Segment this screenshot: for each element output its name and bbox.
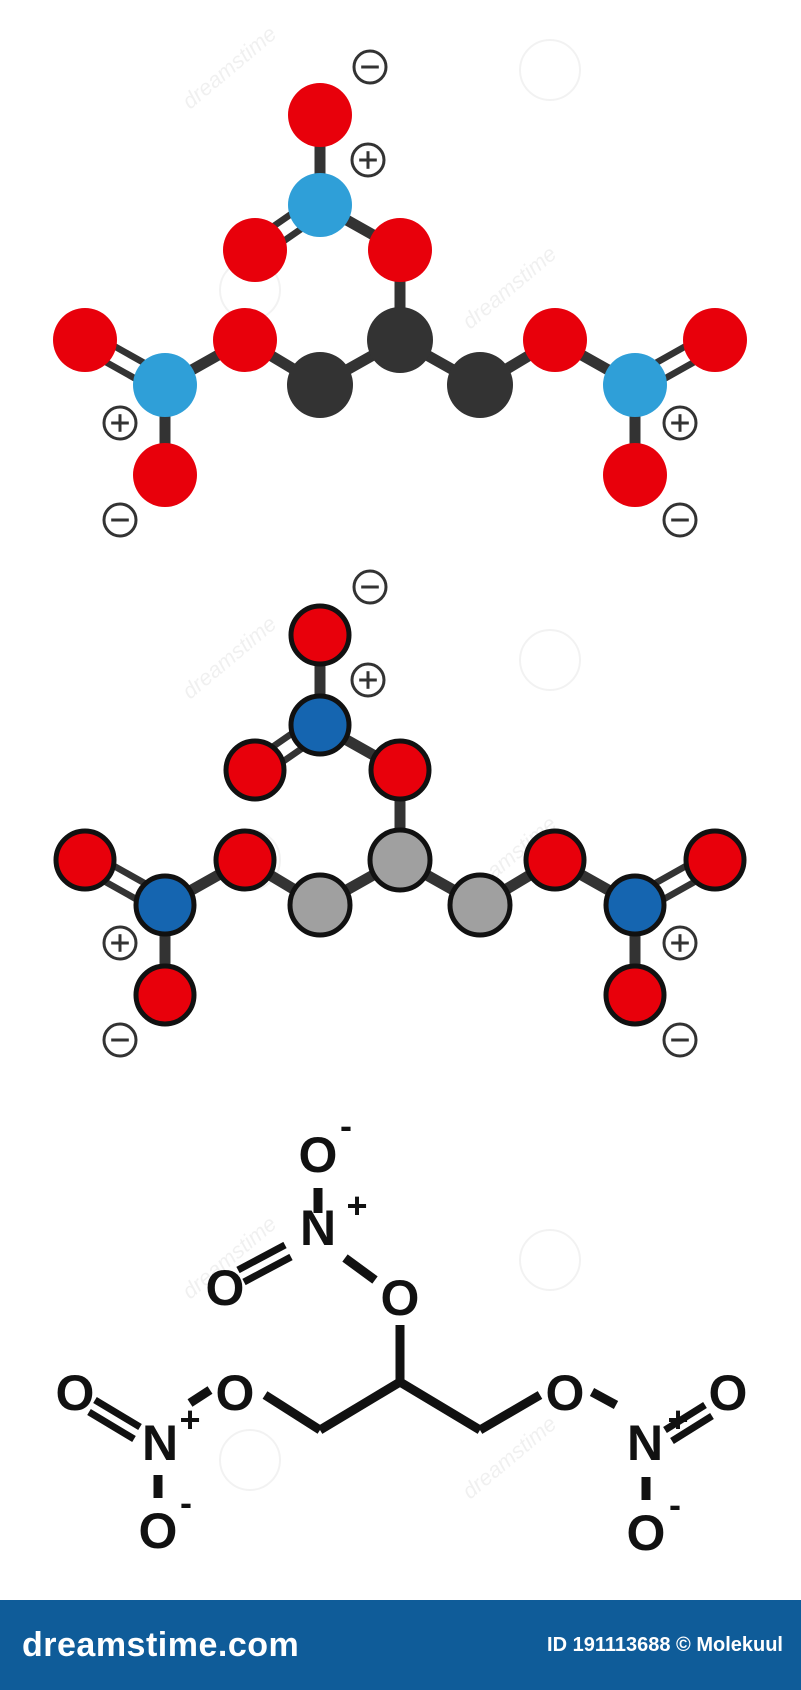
negative-charge-label: - bbox=[669, 1484, 681, 1525]
oxygen-label: O bbox=[381, 1270, 420, 1326]
skeletal-double-bond bbox=[236, 1241, 287, 1274]
oxygen-label: O bbox=[299, 1127, 338, 1183]
skeletal-bond bbox=[397, 1378, 483, 1434]
oxygen-atom bbox=[53, 308, 117, 372]
molecule-svg: dreamstimedreamstimedreamstimedreamstime… bbox=[53, 21, 748, 1561]
nitrogen-label: N bbox=[300, 1200, 336, 1256]
oxygen-label: O bbox=[546, 1365, 585, 1421]
skeletal-bond bbox=[477, 1391, 543, 1434]
oxygen-atom bbox=[683, 828, 747, 892]
nitrogen-atom bbox=[133, 873, 197, 937]
oxygen-atom bbox=[53, 828, 117, 892]
nitrogen-atom bbox=[603, 873, 667, 937]
oxygen-atom bbox=[523, 308, 587, 372]
oxygen-atom bbox=[213, 828, 277, 892]
watermark-spiral-icon bbox=[519, 1229, 581, 1291]
oxygen-atom bbox=[223, 738, 287, 802]
negative-charge-label: - bbox=[340, 1105, 352, 1146]
image-credit: ID 191113688 © Molekuul bbox=[547, 1633, 783, 1656]
oxygen-label: O bbox=[206, 1260, 245, 1316]
oxygen-label: O bbox=[709, 1365, 748, 1421]
oxygen-atom bbox=[288, 603, 352, 667]
watermark-text: dreamstime bbox=[177, 21, 281, 114]
carbon-atom bbox=[287, 872, 353, 938]
skeletal-bond bbox=[262, 1391, 323, 1434]
watermark-spiral-icon bbox=[519, 629, 581, 691]
nitrogen-atom bbox=[288, 693, 352, 757]
oxygen-atom bbox=[683, 308, 747, 372]
oxygen-atom bbox=[523, 828, 587, 892]
skeletal-bond bbox=[187, 1386, 213, 1407]
cartoon-ball-model bbox=[53, 569, 747, 1058]
brand-logo: dreamstime.com bbox=[22, 1625, 300, 1664]
oxygen-atom bbox=[288, 83, 352, 147]
nitrogen-label: N bbox=[627, 1415, 663, 1471]
oxygen-atom bbox=[213, 308, 277, 372]
realistic-ball-model bbox=[53, 49, 747, 538]
oxygen-atom bbox=[368, 738, 432, 802]
watermark-text: dreamstime bbox=[177, 611, 281, 704]
watermark-spiral-icon bbox=[219, 1429, 281, 1491]
nitrogen-atom bbox=[288, 173, 352, 237]
oxygen-atom bbox=[133, 963, 197, 1027]
oxygen-atom bbox=[603, 443, 667, 507]
skeletal-bond bbox=[317, 1378, 403, 1434]
carbon-atom bbox=[287, 352, 353, 418]
skeletal-bond bbox=[342, 1254, 378, 1284]
oxygen-atom bbox=[603, 963, 667, 1027]
nitrogen-atom bbox=[603, 353, 667, 417]
skeletal-bond bbox=[589, 1388, 619, 1409]
positive-charge-label: + bbox=[346, 1185, 367, 1226]
skeletal-double-bond bbox=[663, 1402, 707, 1433]
skeletal-double-bond bbox=[242, 1253, 293, 1286]
oxygen-label: O bbox=[56, 1365, 95, 1421]
oxygen-atom bbox=[133, 443, 197, 507]
carbon-atom bbox=[367, 827, 433, 893]
oxygen-atom bbox=[223, 218, 287, 282]
negative-charge-label: - bbox=[180, 1482, 192, 1523]
nitrogen-atom bbox=[133, 353, 197, 417]
positive-charge-label: + bbox=[179, 1399, 200, 1440]
oxygen-label: O bbox=[139, 1503, 178, 1559]
footer-bar: dreamstime.com ID 191113688 © Molekuul bbox=[0, 1600, 801, 1690]
skeletal-double-bond bbox=[670, 1413, 714, 1444]
carbon-atom bbox=[367, 307, 433, 373]
nitrogen-label: N bbox=[142, 1415, 178, 1471]
positive-charge-label: + bbox=[667, 1399, 688, 1440]
carbon-atom bbox=[447, 352, 513, 418]
oxygen-label: O bbox=[216, 1365, 255, 1421]
oxygen-label: O bbox=[627, 1505, 666, 1561]
carbon-atom bbox=[447, 872, 513, 938]
oxygen-atom bbox=[368, 218, 432, 282]
watermark-spiral-icon bbox=[519, 39, 581, 101]
skeletal-double-bond bbox=[93, 1396, 142, 1431]
skeletal-double-bond bbox=[87, 1408, 136, 1443]
